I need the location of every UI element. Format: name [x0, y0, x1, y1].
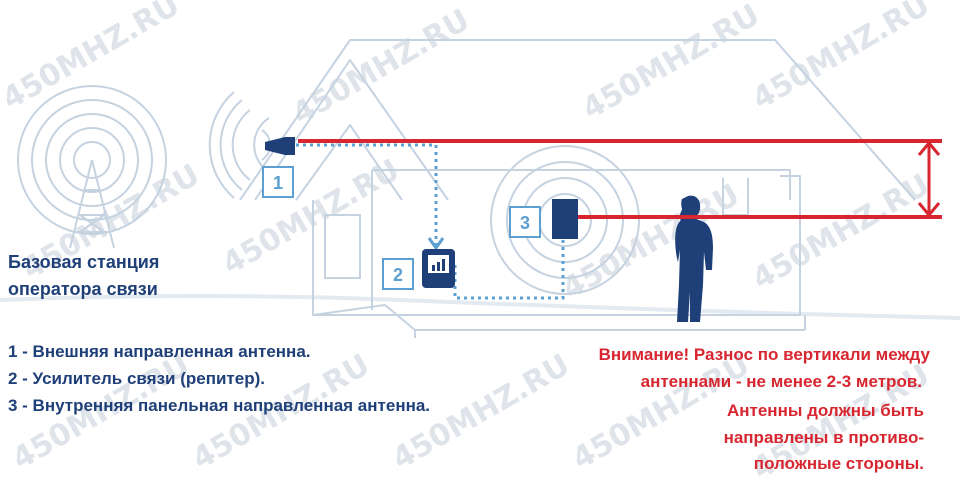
- warning-line-2: антеннами - не менее 2-3 метров.: [640, 372, 922, 391]
- outdoor-antenna: [265, 137, 295, 155]
- ground: [0, 294, 960, 320]
- repeater: [422, 249, 455, 288]
- warning-line-3: Антенны должны быть: [726, 401, 924, 420]
- house-outline: [239, 39, 916, 338]
- watermark-3: 450MHZ.RU: [577, 0, 766, 127]
- base-station-icon: [17, 85, 167, 249]
- indoor-signal-icon: [490, 145, 640, 295]
- badge-1: 1: [262, 166, 294, 198]
- cable-arrow-icon: [427, 237, 445, 251]
- base-station-label-line1: Базовая станция: [8, 252, 160, 272]
- legend-item-2: 2 - Усилитель связи (репитер).: [8, 369, 265, 388]
- warning-line-5: положные стороны.: [753, 454, 924, 473]
- watermark-6: 450MHZ.RU: [217, 153, 406, 282]
- watermark-4: 450MHZ.RU: [747, 0, 936, 117]
- badge-2-label: 2: [393, 265, 403, 285]
- watermark-8: 450MHZ.RU: [747, 168, 936, 297]
- base-station-label-line2: оператора связи: [8, 279, 158, 299]
- warning-line-4: направлены в противо-: [723, 428, 924, 447]
- legend-item-1: 1 - Внешняя направленная антенна.: [8, 342, 311, 361]
- badge-3-label: 3: [520, 213, 530, 233]
- vertical-distance-arrow-icon: [917, 140, 941, 218]
- separation-lines: [298, 139, 942, 219]
- badge-3: 3: [509, 206, 541, 238]
- badge-1-label: 1: [273, 173, 283, 193]
- watermark-7: 450MHZ.RU: [557, 178, 746, 307]
- warning-line-1: Внимание! Разнос по вертикали между: [598, 345, 930, 364]
- outdoor-signal-icon: [208, 91, 271, 199]
- badge-2: 2: [382, 258, 414, 290]
- indoor-panel-antenna: [552, 199, 578, 239]
- legend-item-3: 3 - Внутренняя панельная направленная ан…: [8, 396, 431, 415]
